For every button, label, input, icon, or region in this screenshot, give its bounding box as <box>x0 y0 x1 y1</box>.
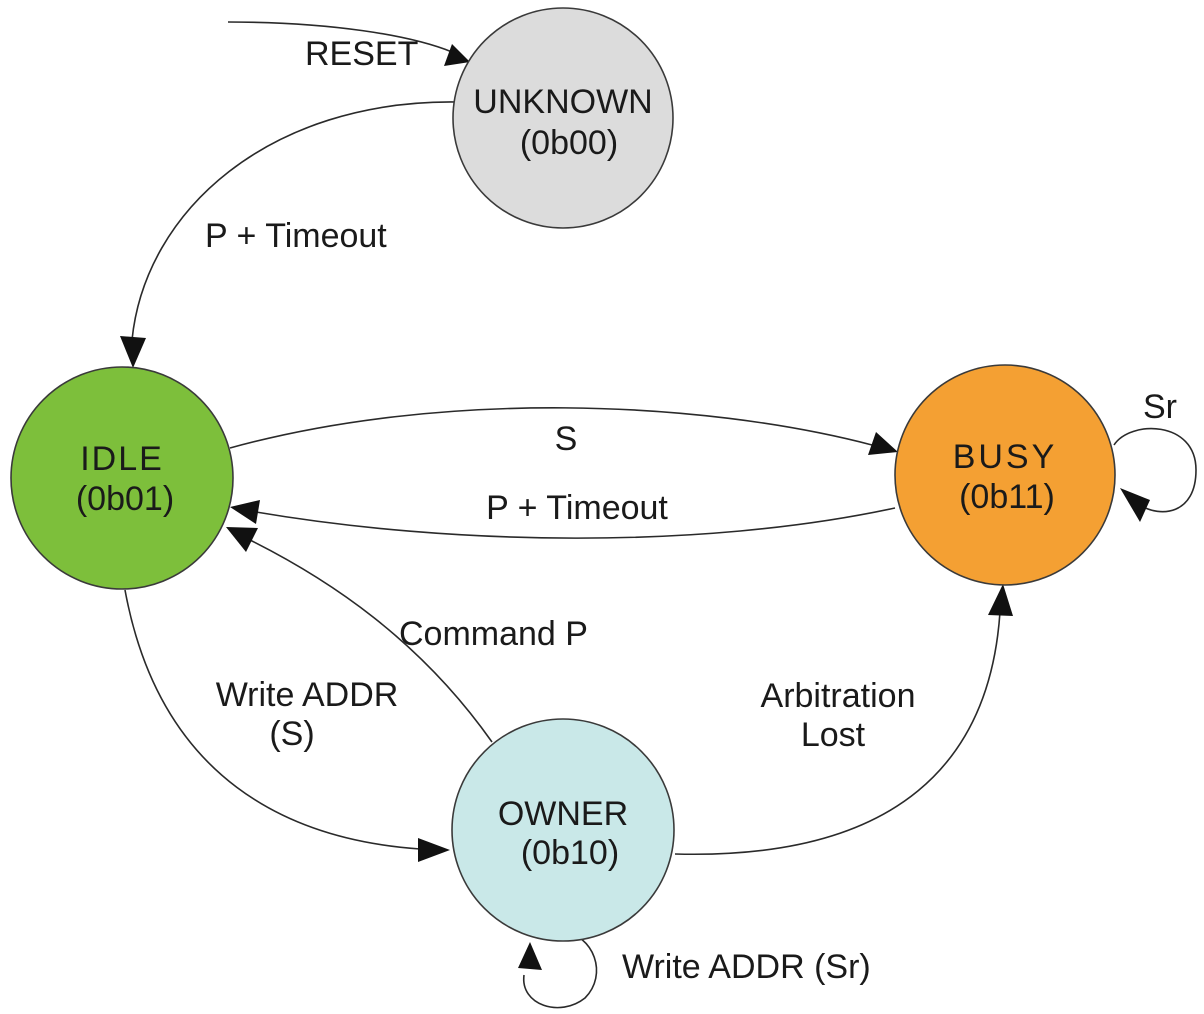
arrowhead-idle-to-busy <box>868 432 898 455</box>
arrowhead-unknown-to-idle <box>120 336 146 368</box>
state-busy: BUSY (0b11) <box>894 364 1116 586</box>
state-unknown-code: (0b00) <box>520 124 618 162</box>
edge-busy-self <box>1113 427 1197 513</box>
arrowhead-busy-to-idle <box>230 500 260 524</box>
edge-idle-to-busy <box>229 407 873 449</box>
arrowhead-owner-to-idle <box>226 527 258 552</box>
state-idle-name: IDLE <box>80 440 164 478</box>
state-busy-circle <box>894 364 1116 586</box>
edge-owner-self <box>523 929 598 1009</box>
label-owner-to-idle: Command P <box>399 615 588 653</box>
state-unknown-name: UNKNOWN <box>473 83 652 121</box>
state-idle-circle <box>10 366 234 590</box>
edge-busy-to-idle <box>255 507 896 539</box>
arrowhead-idle-to-owner <box>418 838 450 862</box>
state-busy-name: BUSY <box>953 438 1058 476</box>
state-unknown-circle <box>452 7 674 229</box>
state-owner-circle <box>451 718 675 942</box>
edge-reset <box>227 21 453 53</box>
label-owner-self: Write ADDR (Sr) <box>622 948 871 986</box>
label-owner-to-busy-line2: Lost <box>801 716 866 754</box>
state-idle-code: (0b01) <box>76 480 174 518</box>
arrowhead-reset <box>444 44 470 66</box>
state-owner-code: (0b10) <box>521 834 619 872</box>
state-unknown: UNKNOWN (0b00) <box>452 7 674 229</box>
edge-owner-to-busy <box>674 611 1001 855</box>
state-owner: OWNER (0b10) <box>451 718 675 942</box>
label-unknown-to-idle: P + Timeout <box>205 217 387 255</box>
label-idle-to-owner-line1: Write ADDR <box>216 676 399 714</box>
label-idle-to-owner-line2: (S) <box>269 715 314 753</box>
label-owner-to-busy-line1: Arbitration <box>761 677 916 715</box>
label-busy-to-idle: P + Timeout <box>486 489 668 527</box>
edge-unknown-to-idle <box>131 101 457 341</box>
edge-idle-to-owner <box>124 589 421 850</box>
state-busy-code: (0b11) <box>959 478 1055 516</box>
label-reset: RESET <box>305 35 418 73</box>
state-idle: IDLE (0b01) <box>10 366 234 590</box>
label-busy-self: Sr <box>1143 388 1177 426</box>
arrowhead-owner-self <box>518 942 542 970</box>
arrowhead-busy-self <box>1120 488 1150 522</box>
label-idle-to-busy: S <box>555 420 578 458</box>
state-owner-name: OWNER <box>498 795 628 833</box>
edge-owner-to-idle <box>249 539 493 743</box>
arrowhead-owner-to-busy <box>988 584 1013 616</box>
